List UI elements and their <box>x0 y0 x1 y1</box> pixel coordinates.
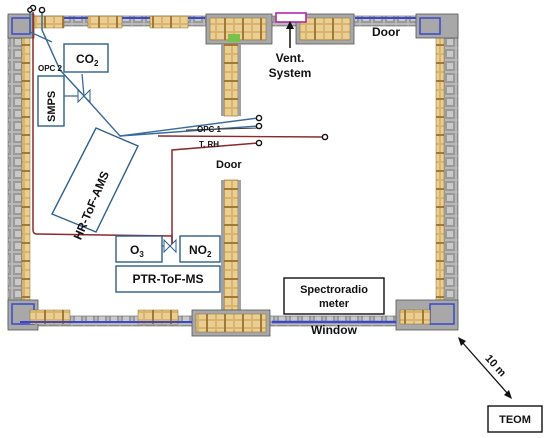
opc2-label: OPC 2 <box>38 64 63 73</box>
o3-label: O3 <box>130 243 144 259</box>
vent-opening <box>275 12 307 48</box>
vent-system-label: Vent. System <box>269 51 312 80</box>
no2-label: NO2 <box>189 243 212 259</box>
vent-line2: System <box>269 66 312 80</box>
no2-analyzer: NO2 <box>179 235 221 263</box>
spectro-line2: meter <box>319 298 350 310</box>
o3-analyzer: O3 <box>115 235 163 263</box>
window-label: Window <box>311 323 358 337</box>
tube-endpoints <box>27 4 329 147</box>
bottom-frames <box>20 309 431 325</box>
partition-wall <box>191 43 271 337</box>
t-rh-label: T, RH <box>199 140 219 149</box>
smps-instrument: SMPS <box>37 75 65 127</box>
teom-instrument: TEOM <box>487 405 543 433</box>
ptr-label: PTR-ToF-MS <box>132 272 203 286</box>
middle-top-frame <box>205 13 355 45</box>
sampling-tubes <box>29 12 325 247</box>
vent-line1: Vent. <box>276 51 305 65</box>
opc1-label: OPC 1 <box>197 125 222 134</box>
smps-label: SMPS <box>46 91 58 122</box>
distance-label: 10 m <box>482 353 508 380</box>
co2-label: CO2 <box>76 52 99 68</box>
hr-tof-ams-instrument: HR-ToF-AMS <box>51 127 139 242</box>
spectro-line1: Spectroradio <box>300 284 368 296</box>
middle-door-label: Door <box>216 159 242 171</box>
distance-arrow: 10 m <box>458 337 512 399</box>
ptr-tof-ms-instrument: PTR-ToF-MS <box>115 265 221 293</box>
top-door-label: Door <box>372 25 400 39</box>
valve-lower <box>163 238 177 254</box>
co2-analyzer: CO2 <box>63 43 109 73</box>
valve-upper <box>77 88 91 104</box>
spectroradiometer-instrument: Spectroradio meter <box>283 277 385 315</box>
teom-label: TEOM <box>499 414 531 426</box>
